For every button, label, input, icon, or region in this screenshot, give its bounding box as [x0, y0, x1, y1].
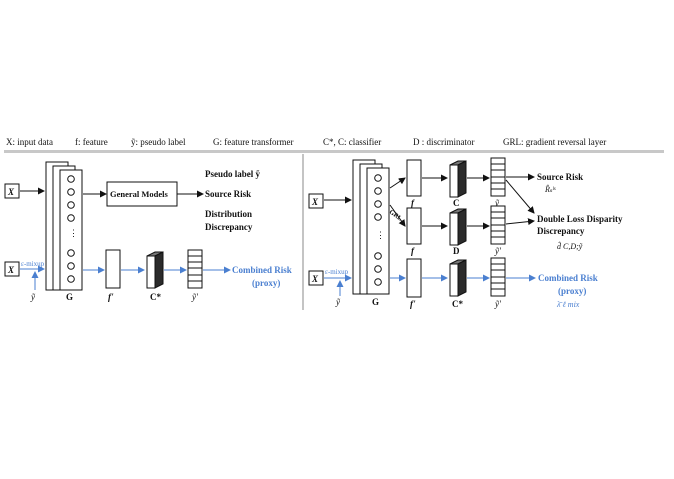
- r-f-top-label: f: [411, 198, 415, 208]
- f-prime-label: f': [108, 292, 114, 302]
- r-y-top-bar: [490, 157, 506, 197]
- r-discrepancy-symbol: d̂ C,D;ỹ: [557, 240, 583, 251]
- general-models-box: [106, 181, 178, 207]
- r-arrow-top-double: [505, 179, 535, 214]
- input-box-bottom: [4, 261, 20, 277]
- legend-pseudo: ỹ: pseudo label: [131, 137, 186, 147]
- r-source-risk-symbol: R̂ₛˡˢ: [544, 184, 556, 194]
- legend-c: C*, C: classifier: [323, 137, 381, 147]
- r-g-label: G: [372, 297, 379, 307]
- r-arrow-double: [505, 218, 535, 226]
- r-f-bot-block: [406, 258, 422, 298]
- r-y-mid-label: ỹ': [494, 246, 502, 256]
- source-risk-text: Source Risk: [205, 189, 251, 199]
- f-prime-block: [105, 249, 121, 289]
- r-g-stack: ⋮: [352, 159, 390, 295]
- r-y-bot-bar: [490, 257, 506, 297]
- y-prime-label: ỹ': [191, 292, 199, 302]
- discrepancy-text: Discrepancy: [205, 222, 253, 232]
- combined-risk-text: Combined Risk: [232, 265, 292, 275]
- r-d-label: D: [453, 246, 460, 256]
- r-f-top-block: [406, 159, 422, 197]
- legend-d: D : discriminator: [413, 137, 475, 147]
- r-c-star-label: C*: [452, 299, 463, 309]
- r-ybar-label: ỹ: [335, 297, 341, 307]
- r-input-x-bottom: X: [311, 274, 319, 284]
- svg-text:⋮: ⋮: [376, 230, 385, 240]
- svg-text:⋮: ⋮: [69, 228, 78, 238]
- r-emixup-label: ε-mixup: [325, 268, 349, 276]
- legend-x: X: input data: [6, 137, 53, 147]
- pseudo-label-text: Pseudo label ỹ: [205, 169, 261, 179]
- legend: X: input data f: feature ỹ: pseudo label…: [6, 137, 606, 147]
- g-stack: ⋮: [45, 161, 83, 291]
- r-c-star-cube: [449, 259, 467, 297]
- distribution-text: Distribution: [205, 209, 252, 219]
- r-y-bot-label: ỹ': [494, 299, 502, 309]
- general-models-label: General Models: [110, 189, 169, 199]
- r-double-loss-text: Double Loss Disparity: [537, 214, 623, 224]
- r-f-mid-label: f: [411, 246, 415, 256]
- legend-rule: [4, 150, 664, 153]
- proxy-text: (proxy): [252, 278, 280, 288]
- r-discrepancy-text: Discrepancy: [537, 226, 585, 236]
- r-combined-risk-text: Combined Risk: [538, 273, 598, 283]
- left-panel: X X ε-mixup ỹ ⋮ G General Models Pseudo …: [4, 161, 292, 302]
- r-source-risk-text: Source Risk: [537, 172, 583, 182]
- c-star-label: C*: [150, 292, 161, 302]
- r-input-box-bottom: [308, 270, 324, 286]
- r-y-mid-bar: [490, 205, 506, 245]
- input-x-top: X: [7, 187, 15, 197]
- r-y-top-label: ỹ: [494, 198, 500, 208]
- r-input-box-top: [308, 193, 324, 209]
- r-arrow-g-ftop: [389, 177, 406, 189]
- emixup-label: ε-mixup: [21, 260, 45, 268]
- legend-g: G: feature transformer: [213, 137, 293, 147]
- r-d-cube: [449, 208, 467, 246]
- r-proxy-text: (proxy): [558, 286, 586, 296]
- input-x-bottom: X: [7, 265, 15, 275]
- c-star-cube: [146, 251, 164, 289]
- ybar-label: ỹ: [30, 292, 36, 302]
- legend-grl: GRL: gradient reversal layer: [503, 137, 606, 147]
- y-prime-bar: [187, 249, 203, 289]
- legend-f: f: feature: [75, 137, 108, 147]
- input-box-top: [4, 183, 20, 199]
- r-f-bot-label: f': [410, 299, 416, 309]
- r-lambda-symbol: λ̄ ℓ mix: [556, 300, 580, 309]
- r-arrow-g-fmid: [389, 204, 406, 227]
- r-input-x-top: X: [311, 197, 319, 207]
- r-f-mid-block: [406, 207, 422, 245]
- g-label: G: [66, 292, 73, 302]
- r-c-cube: [449, 160, 467, 198]
- r-c-label: C: [453, 198, 460, 208]
- right-panel: X X ε-mixup ỹ ⋮ G f: [308, 157, 623, 309]
